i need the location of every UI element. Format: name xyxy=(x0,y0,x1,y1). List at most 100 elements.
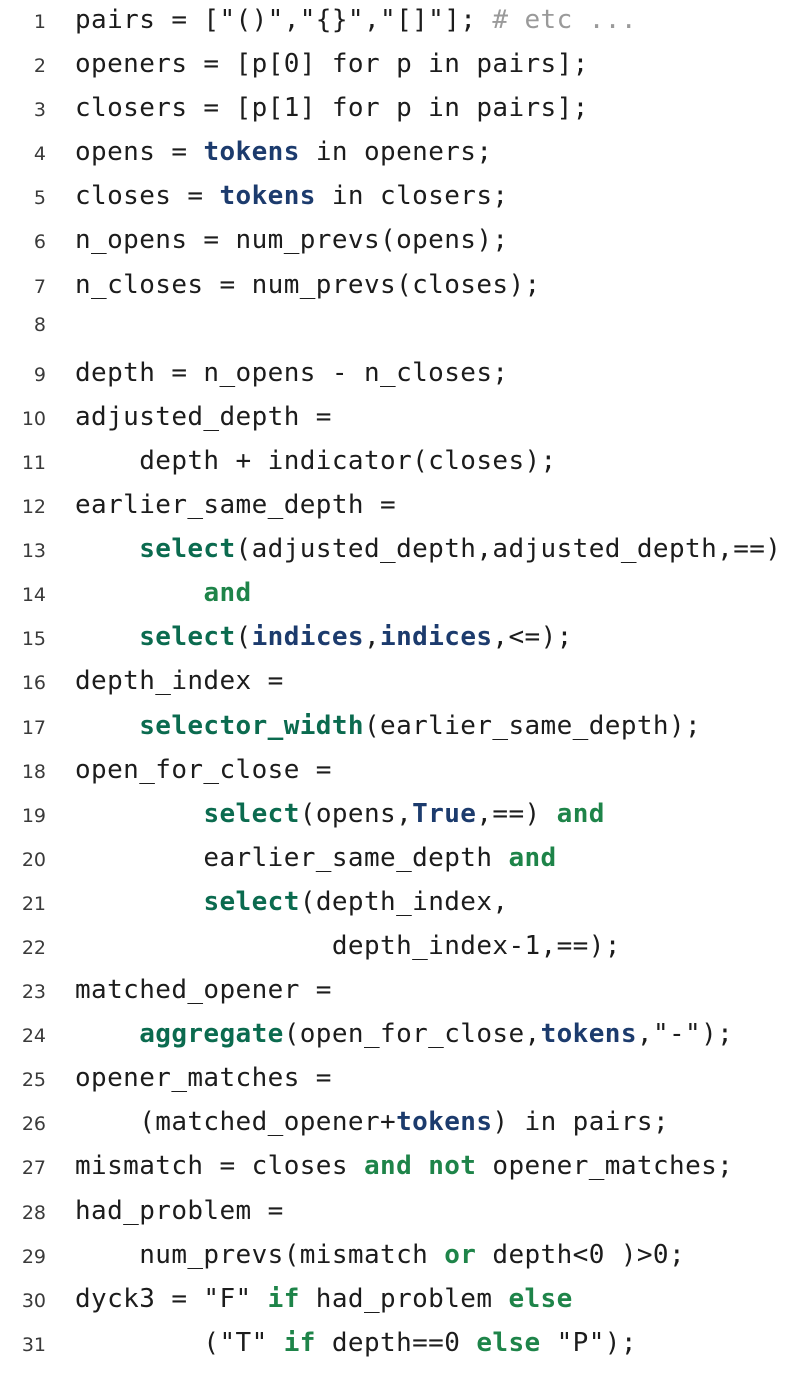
code-text: select(depth_index, xyxy=(46,887,508,917)
code-text: openers = [p[0] for p in pairs]; xyxy=(46,49,589,79)
code-segment-builtin: tokens xyxy=(203,137,300,168)
code-line: 24 aggregate(open_for_close,tokens,"-"); xyxy=(0,1019,790,1063)
code-segment-keyword: else xyxy=(508,1283,573,1314)
code-segment-plain: opener_matches = xyxy=(75,1063,332,1094)
code-text: opener_matches = xyxy=(46,1063,332,1093)
code-text: selector_width(earlier_same_depth); xyxy=(46,711,701,741)
code-segment-plain xyxy=(75,578,203,608)
code-segment-plain: depth<0 )>0; xyxy=(476,1239,686,1270)
code-text: select(opens,True,==) and xyxy=(46,799,605,829)
line-number: 19 xyxy=(21,804,46,827)
code-segment-plain: n_opens = num_prevs(opens); xyxy=(75,225,509,256)
code-segment-plain xyxy=(75,622,139,652)
code-line: 31 ("T" if depth==0 else "P"); xyxy=(0,1328,790,1372)
code-line: 29 num_prevs(mismatch or depth<0 )>0; xyxy=(0,1240,790,1284)
code-text: depth_index-1,==); xyxy=(46,931,621,961)
code-segment-keyword: else xyxy=(476,1327,541,1358)
code-text: open_for_close = xyxy=(46,755,332,785)
code-segment-plain xyxy=(75,711,139,741)
code-segment-function: select xyxy=(139,534,236,565)
line-number: 2 xyxy=(33,55,46,78)
code-segment-plain: "P"); xyxy=(540,1327,637,1358)
code-line: 13 select(adjusted_depth,adjusted_depth,… xyxy=(0,534,790,578)
line-number: 9 xyxy=(33,363,46,386)
code-segment-keyword: if xyxy=(267,1283,300,1314)
code-segment-plain: (earlier_same_depth); xyxy=(363,710,702,741)
code-segment-plain: ,==) xyxy=(476,798,557,829)
code-segment-plain: in closers; xyxy=(315,181,509,212)
line-number: 21 xyxy=(21,892,46,915)
code-text: matched_opener = xyxy=(46,975,332,1005)
code-line: 26 (matched_opener+tokens) in pairs; xyxy=(0,1107,790,1151)
code-segment-plain: opener_matches; xyxy=(476,1151,734,1182)
code-line: 12 earlier_same_depth = xyxy=(0,490,790,534)
code-segment-builtin: tokens xyxy=(396,1107,493,1138)
code-segment-plain: ) in pairs; xyxy=(492,1107,669,1138)
line-number: 7 xyxy=(33,275,46,298)
code-text: num_prevs(mismatch or depth<0 )>0; xyxy=(46,1240,685,1270)
code-segment-plain: ,"-"); xyxy=(636,1019,734,1050)
line-number: 28 xyxy=(21,1201,46,1224)
code-segment-plain xyxy=(75,799,203,829)
code-segment-plain: , xyxy=(363,622,381,653)
line-number: 30 xyxy=(21,1289,46,1312)
code-segment-plain: n_closes = num_prevs(closes); xyxy=(75,269,541,300)
code-segment-plain: openers = [p[0] for p in pairs]; xyxy=(75,49,589,80)
code-segment-plain xyxy=(75,534,139,564)
code-segment-builtin: tokens xyxy=(219,181,316,212)
code-line: 28 had_problem = xyxy=(0,1196,790,1240)
code-segment-comment: # etc ... xyxy=(492,5,637,35)
code-segment-plain: (depth_index, xyxy=(299,886,509,917)
code-line: 2 openers = [p[0] for p in pairs]; xyxy=(0,49,790,93)
code-segment-plain: (adjusted_depth,adjusted_depth,==) xyxy=(235,534,782,565)
code-segment-plain: earlier_same_depth = xyxy=(75,490,397,521)
code-segment-plain: mismatch = closes xyxy=(75,1151,364,1182)
line-number: 6 xyxy=(33,231,46,254)
code-segment-plain: open_for_close = xyxy=(75,754,332,785)
code-segment-plain: ( xyxy=(235,622,252,653)
code-text: ("T" if depth==0 else "P"); xyxy=(46,1328,637,1358)
code-segment-function: select xyxy=(203,798,300,829)
code-segment-plain: depth==0 xyxy=(315,1327,477,1358)
code-segment-keyword: if xyxy=(283,1327,316,1358)
line-number: 13 xyxy=(21,540,46,563)
code-line: 20 earlier_same_depth and xyxy=(0,843,790,887)
code-segment-plain: (opens, xyxy=(299,798,413,829)
line-number: 11 xyxy=(21,451,46,474)
code-text: had_problem = xyxy=(46,1196,284,1226)
code-text: depth + indicator(closes); xyxy=(46,446,557,476)
code-segment-builtin: tokens xyxy=(540,1019,637,1050)
code-segment-keyword: and xyxy=(556,798,605,829)
code-line: 8 xyxy=(0,314,790,358)
line-number: 10 xyxy=(21,407,46,430)
code-text: pairs = ["()","{}","[]"]; # etc ... xyxy=(46,5,637,35)
code-segment-plain: earlier_same_depth xyxy=(75,842,509,873)
code-segment-plain: depth_index-1,==); xyxy=(75,930,621,961)
code-line: 17 selector_width(earlier_same_depth); xyxy=(0,711,790,755)
line-number: 23 xyxy=(21,981,46,1004)
line-number: 4 xyxy=(33,143,46,166)
line-number: 29 xyxy=(21,1245,46,1268)
code-text: closes = tokens in closers; xyxy=(46,181,508,211)
line-number: 3 xyxy=(33,99,46,122)
line-number: 12 xyxy=(21,496,46,519)
code-line: 21 select(depth_index, xyxy=(0,887,790,931)
code-segment-builtin: indices xyxy=(380,622,493,653)
code-segment-plain: closes = xyxy=(75,181,220,212)
code-segment-plain: opens = xyxy=(75,137,204,168)
code-line: 6 n_opens = num_prevs(opens); xyxy=(0,225,790,269)
code-line: 15 select(indices,indices,<=); xyxy=(0,622,790,666)
code-segment-plain: dyck3 = "F" xyxy=(75,1283,268,1314)
line-number: 24 xyxy=(21,1025,46,1048)
code-segment-plain: had_problem = xyxy=(75,1195,284,1226)
line-number: 14 xyxy=(21,584,46,607)
